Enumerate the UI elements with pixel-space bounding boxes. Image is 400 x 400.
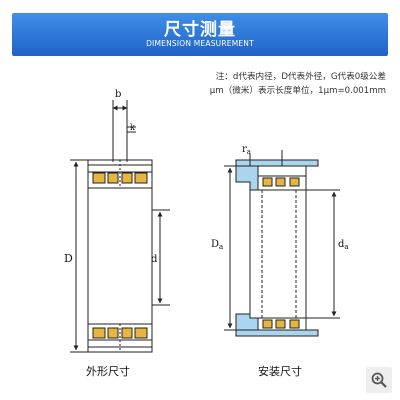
roller <box>107 172 119 184</box>
bearing-outline-drawing <box>70 100 170 353</box>
roller <box>107 327 119 339</box>
installation-drawing <box>224 150 340 337</box>
roller <box>121 327 133 339</box>
roller <box>289 319 300 329</box>
bearing-top-section <box>87 159 153 189</box>
roller <box>275 319 286 329</box>
magnifier-plus-icon <box>371 372 387 388</box>
roller <box>134 172 148 184</box>
roller <box>262 319 273 329</box>
label-Da: Da <box>211 239 223 251</box>
roller <box>121 172 133 184</box>
roller <box>275 177 286 187</box>
roller <box>92 327 106 339</box>
installation-body <box>249 189 307 319</box>
roller <box>92 172 106 184</box>
roller <box>289 177 300 187</box>
note-line-1: 注：d代表内径，D代表外径，G代表0级公差 <box>215 72 386 82</box>
label-da: da <box>338 239 349 251</box>
roller <box>134 327 148 339</box>
note-line-2: μm（微米）表示长度单位，1μm=0.001mm <box>209 86 386 96</box>
header-banner: 尺寸测量 DIMENSION MEASUREMENT <box>12 13 388 56</box>
bearing-bottom-section <box>87 323 153 353</box>
label-d: d <box>151 254 158 265</box>
label-ra: ra <box>242 144 251 156</box>
label-D: D <box>64 252 73 265</box>
page-subtitle: DIMENSION MEASUREMENT <box>146 39 254 48</box>
label-k: k <box>130 123 135 132</box>
caption-outline-dimensions: 外形尺寸 <box>86 365 130 378</box>
zoom-button[interactable] <box>366 367 392 393</box>
label-b: b <box>115 89 121 100</box>
caption-installation-dimensions: 安装尺寸 <box>258 365 302 378</box>
page-title: 尺寸测量 <box>164 20 236 40</box>
bearing-body <box>87 187 153 325</box>
roller <box>262 177 273 187</box>
